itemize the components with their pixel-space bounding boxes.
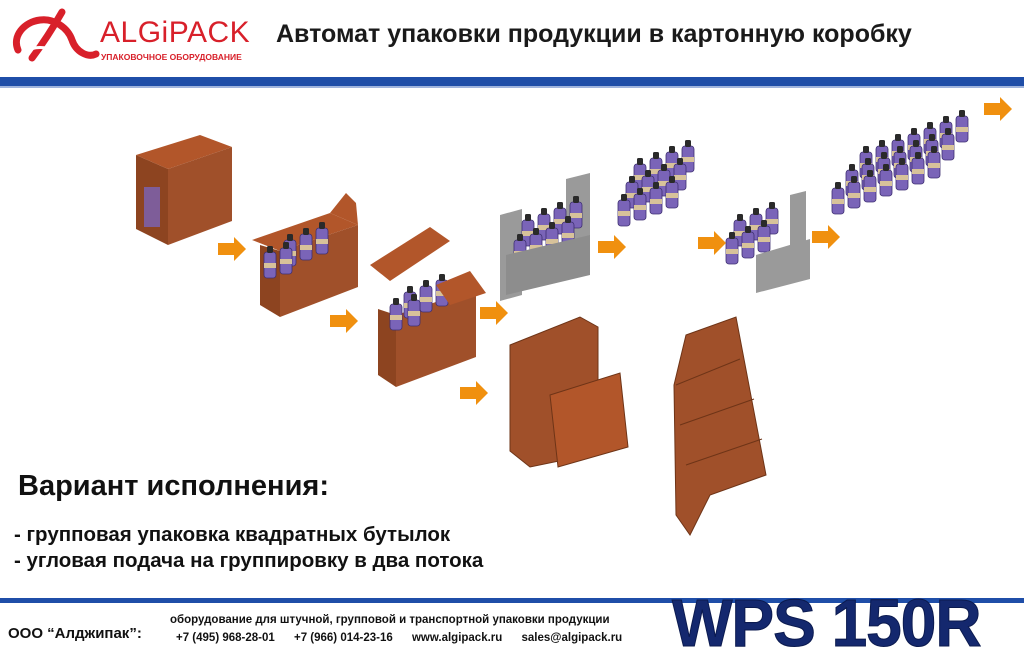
algipack-logo-icon	[13, 8, 100, 62]
header-divider	[0, 77, 1024, 88]
brand-logo: ALGiPACK УПАКОВОЧНОЕ ОБОРУДОВАНИЕ	[10, 6, 260, 66]
phone-1: +7 (495) 968-28-01	[176, 632, 275, 644]
grouping-frame	[500, 173, 590, 301]
process-arrows	[218, 97, 1012, 405]
phone-2: +7 (966) 014-23-16	[293, 632, 393, 644]
flat-carton-blank-1	[509, 316, 629, 468]
website-link[interactable]: www.algipack.ru	[411, 632, 503, 644]
company-description: оборудование для штучной, групповой и тр…	[170, 614, 610, 626]
bottle-group-top	[617, 139, 695, 227]
brand-name: ALGiPACK	[100, 16, 251, 49]
variant-item: - групповая упаковка квадратных бутылок	[14, 523, 451, 546]
packaging-process-illustration	[136, 97, 1012, 536]
flat-carton-blank-2	[673, 316, 767, 536]
flapped-box-with-bottles	[370, 227, 486, 387]
open-box-with-bottles	[252, 193, 358, 317]
model-name: WPS 150R	[672, 585, 983, 662]
variant-item: - угловая подача на группировку в два по…	[14, 549, 484, 572]
closed-box	[136, 135, 232, 245]
variant-heading: Вариант исполнения:	[18, 470, 329, 502]
grouping-frame-second	[725, 191, 810, 293]
footer-divider	[0, 598, 1024, 603]
company-name: ООО “Алджипак”:	[8, 625, 142, 642]
large-bottle-pack	[831, 109, 969, 215]
email-link[interactable]: sales@algipack.ru	[521, 632, 623, 644]
page-title: Автомат упаковки продукции в картонную к…	[276, 20, 912, 48]
brand-tagline: УПАКОВОЧНОЕ ОБОРУДОВАНИЕ	[101, 52, 242, 62]
contact-line: +7 (495) 968-28-01 +7 (966) 014-23-16 ww…	[176, 632, 638, 644]
